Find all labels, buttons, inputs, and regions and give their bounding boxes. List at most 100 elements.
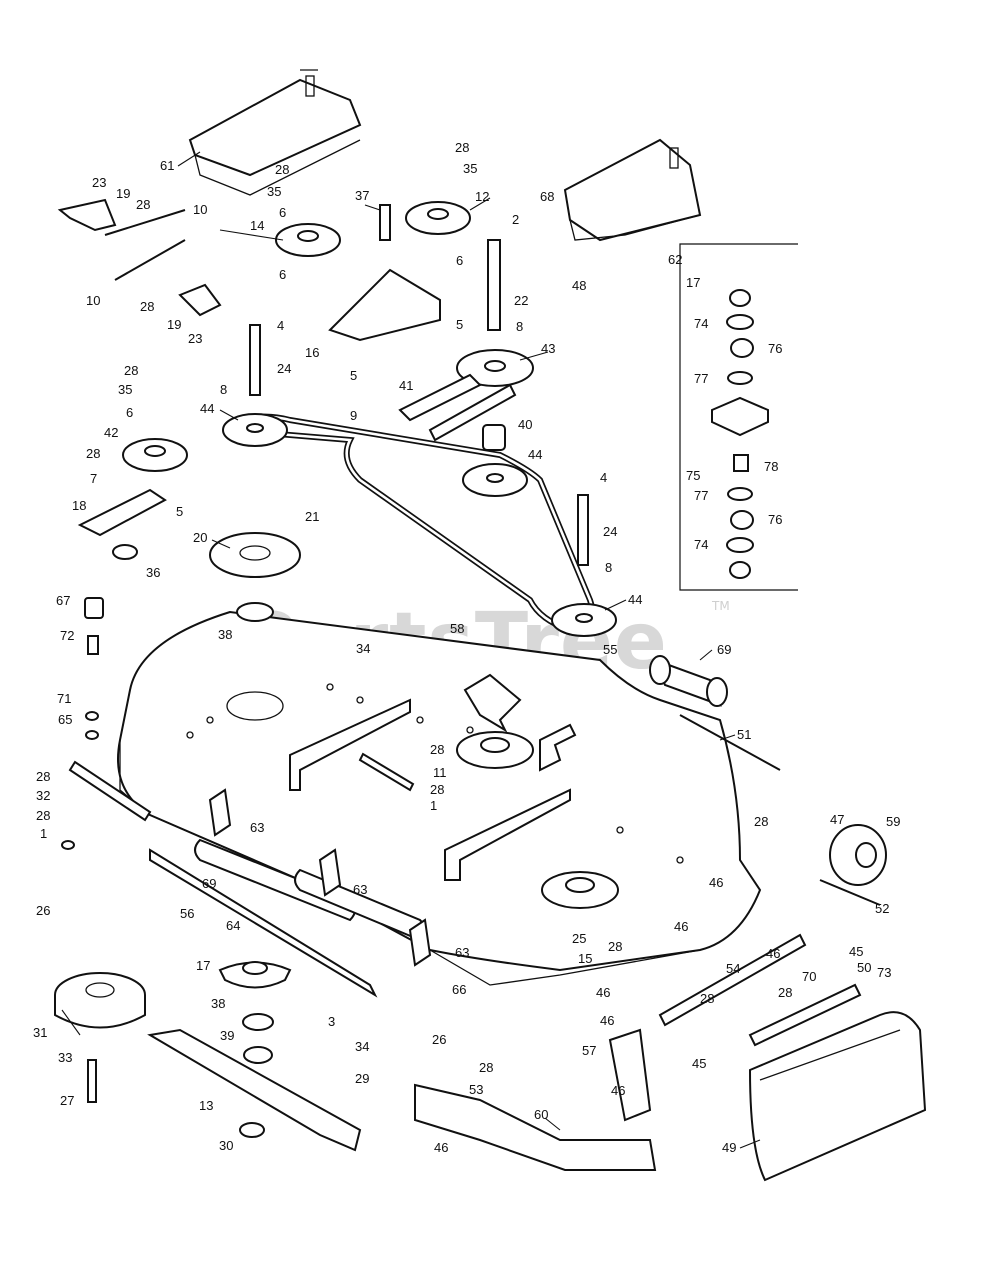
callout-68: 68 [540, 189, 554, 204]
bushing-38-bottom [242, 1013, 274, 1031]
idler-arm-top [57, 198, 117, 232]
callout-28: 28 [430, 742, 444, 757]
roller-69 [649, 655, 728, 707]
callout-7: 7 [90, 471, 97, 486]
callout-5: 5 [456, 317, 463, 332]
callout-72: 72 [60, 628, 74, 643]
pulley-44-right [551, 603, 617, 637]
callout-77: 77 [694, 488, 708, 503]
callout-46: 46 [709, 875, 723, 890]
callout-28: 28 [136, 197, 150, 212]
callout-63: 63 [455, 945, 469, 960]
callout-63: 63 [250, 820, 264, 835]
callout-35: 35 [463, 161, 477, 176]
callout-77: 77 [694, 371, 708, 386]
callout-46: 46 [766, 946, 780, 961]
callout-17: 17 [196, 958, 210, 973]
callout-64: 64 [226, 918, 240, 933]
callout-47: 47 [830, 812, 844, 827]
callout-66: 66 [452, 982, 466, 997]
callout-5: 5 [350, 368, 357, 383]
callout-52: 52 [875, 901, 889, 916]
callout-57: 57 [582, 1043, 596, 1058]
callout-44: 44 [200, 401, 214, 416]
callout-11: 11 [433, 765, 447, 780]
shaft-24-left [249, 324, 261, 396]
spring-32 [68, 760, 152, 822]
callout-2: 2 [512, 212, 519, 227]
callout-28: 28 [140, 299, 154, 314]
roller-bracket-3 [408, 918, 432, 967]
callout-23: 23 [92, 175, 106, 190]
callout-28: 28 [455, 140, 469, 155]
idler-arm-18 [77, 488, 167, 537]
pulley-42 [122, 438, 188, 472]
callout-28: 28 [754, 814, 768, 829]
axle-52 [819, 879, 881, 906]
callout-33: 33 [58, 1050, 72, 1065]
callout-73: 73 [877, 965, 891, 980]
callout-1: 1 [40, 826, 47, 841]
mount-plate-20 [209, 532, 301, 578]
spindle-assembly-17 [218, 961, 292, 989]
callout-54: 54 [726, 961, 740, 976]
callout-6: 6 [126, 405, 133, 420]
callout-46: 46 [596, 985, 610, 1000]
callout-16: 16 [305, 345, 319, 360]
callout-69: 69 [202, 876, 216, 891]
callout-14: 14 [250, 218, 264, 233]
deck-bracket-left [289, 698, 411, 791]
callout-44: 44 [628, 592, 642, 607]
axle-51 [679, 714, 781, 771]
callout-28: 28 [86, 446, 100, 461]
callout-15: 15 [578, 951, 592, 966]
spindle-inset [679, 243, 798, 591]
callout-26: 26 [36, 903, 50, 918]
callout-28: 28 [275, 162, 289, 177]
belt-cover-right [563, 138, 702, 242]
bushing-39 [243, 1046, 273, 1064]
electric-clutch [54, 972, 146, 1029]
callout-34: 34 [355, 1039, 369, 1054]
callout-40: 40 [518, 417, 532, 432]
spring-67 [84, 597, 104, 619]
callout-35: 35 [267, 184, 281, 199]
pulley-44-left [222, 413, 288, 447]
callout-4: 4 [277, 318, 284, 333]
callout-35: 35 [118, 382, 132, 397]
callout-28: 28 [430, 782, 444, 797]
callout-44: 44 [528, 447, 542, 462]
callout-39: 39 [220, 1028, 234, 1043]
callout-46: 46 [674, 919, 688, 934]
callout-46: 46 [611, 1083, 625, 1098]
discharge-chute [748, 1011, 927, 1182]
callout-23: 23 [188, 331, 202, 346]
callout-labels: 61 23 19 28 10 10 28 19 23 28 35 6 14 6 … [33, 140, 900, 1155]
callout-38: 38 [211, 996, 225, 1011]
bracket-57 [608, 1028, 652, 1122]
callout-50: 50 [857, 960, 871, 975]
callout-6: 6 [456, 253, 463, 268]
callout-21: 21 [305, 509, 319, 524]
callout-22: 22 [514, 293, 528, 308]
callout-28: 28 [778, 985, 792, 1000]
callout-24: 24 [603, 524, 617, 539]
chute-rod-50 [748, 983, 862, 1047]
callout-43: 43 [541, 341, 555, 356]
shaft-37 [379, 204, 391, 241]
callout-69: 69 [717, 642, 731, 657]
callout-61: 61 [160, 158, 174, 173]
callout-63: 63 [353, 882, 367, 897]
shaft-24-right [577, 494, 589, 566]
callout-12: 12 [475, 189, 489, 204]
spindle-right [541, 871, 619, 909]
callout-60: 60 [534, 1107, 548, 1122]
pulley-12 [405, 201, 471, 235]
pulley-44-center [462, 463, 528, 497]
callout-59: 59 [886, 814, 900, 829]
deck-hanger-center [463, 673, 522, 733]
callout-67: 67 [56, 593, 70, 608]
callout-18: 18 [72, 498, 86, 513]
callout-74: 74 [694, 537, 708, 552]
